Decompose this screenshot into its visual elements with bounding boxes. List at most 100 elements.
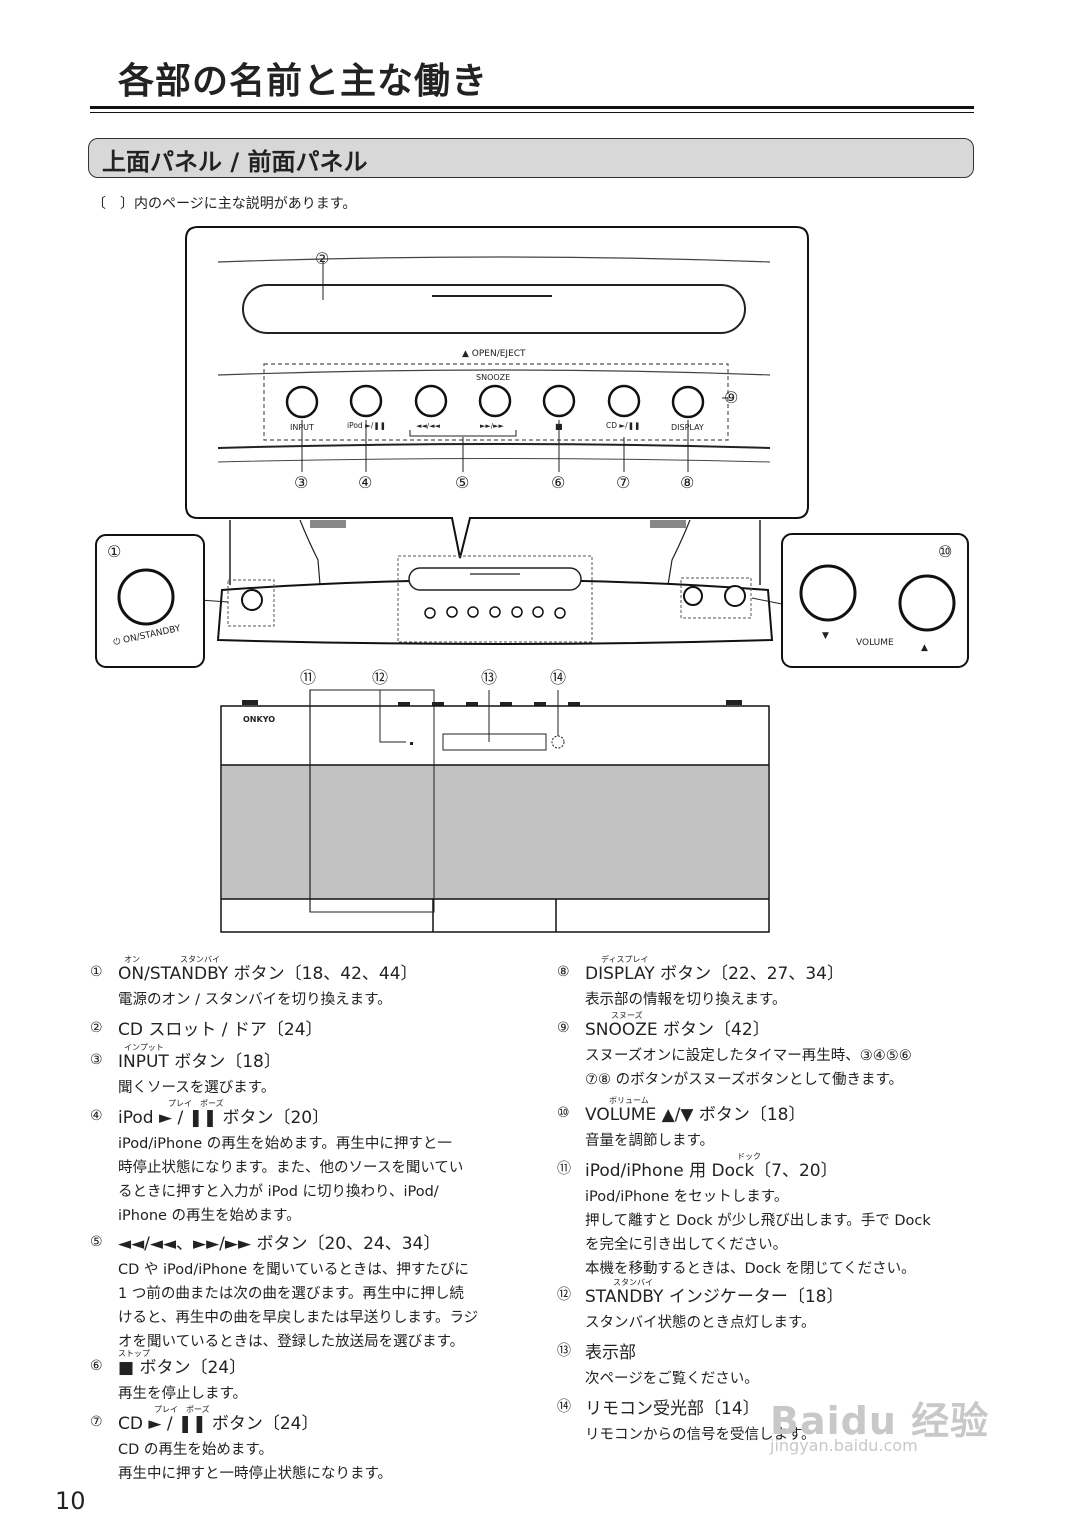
page-number: 10 bbox=[55, 1487, 86, 1515]
callout-9: ⑨ bbox=[724, 388, 738, 407]
item-head: iPod ► / ❚❚ ボタン〔20〕 bbox=[118, 1108, 330, 1128]
item-head: ◄◄/◄◄、►►/►► ボタン〔20、24、34〕 bbox=[118, 1234, 441, 1254]
open-eject-label: ▲ OPEN/EJECT bbox=[462, 349, 526, 359]
snooze-buttons bbox=[285, 384, 705, 419]
remote-sensor bbox=[551, 735, 565, 749]
item-remote-sensor: ⑭ リモコン受光部〔14〕 リモコンからの信号を受信します。 bbox=[557, 1397, 985, 1447]
cd-play-pause-button bbox=[607, 384, 641, 418]
input-button bbox=[285, 385, 319, 419]
on-standby-button bbox=[117, 568, 175, 626]
item-ipod: ④ プレイ ポーズ iPod ► / ❚❚ ボタン〔20〕 iPod/iPhon… bbox=[90, 1099, 518, 1228]
stop-button bbox=[542, 384, 576, 418]
callout-13: ⑬ bbox=[481, 668, 497, 687]
item-ruby: ストップ bbox=[118, 1349, 150, 1358]
item-ruby: プレイ ポーズ bbox=[168, 1099, 224, 1108]
item-head: SNOOZE ボタン〔42〕 bbox=[585, 1020, 770, 1040]
title-rule bbox=[90, 106, 974, 109]
item-desc-line: 1 つ前の曲または次の曲を選びます。再生中に押し続 bbox=[118, 1285, 464, 1302]
volume-down-button bbox=[799, 564, 857, 622]
callout-8: ⑧ bbox=[680, 473, 694, 492]
item-desc-line: 本機を移動するときは、Dock を閉じてください。 bbox=[585, 1260, 916, 1277]
item-stop: ⑥ ストップ ■ ボタン〔24〕 再生を停止します。 bbox=[90, 1349, 518, 1406]
item-number: ⑩ bbox=[557, 1105, 570, 1121]
item-desc-line: ⑦⑧ のボタンがスヌーズボタンとして働きます。 bbox=[585, 1071, 903, 1088]
item-desc-line: を完全に引き出してください。 bbox=[585, 1236, 788, 1253]
item-cd-slot: ② CD スロット / ドア〔24〕 bbox=[90, 1018, 518, 1044]
item-number: ⑧ bbox=[557, 964, 570, 980]
item-desc-line: 時停止状態になります。また、他のソースを聞いてい bbox=[118, 1159, 464, 1176]
item-ruby: プレイ ポーズ bbox=[154, 1405, 210, 1414]
section-title: 上面パネル / 前面パネル bbox=[102, 148, 368, 176]
item-head: ON/STANDBY ボタン〔18、42、44〕 bbox=[118, 964, 418, 984]
item-standby-indicator: ⑫ スタンバイ STANDBY インジケーター〔18〕 スタンバイ状態のとき点灯… bbox=[557, 1278, 985, 1335]
item-ruby: スヌーズ bbox=[611, 1011, 643, 1020]
callout-5: ⑤ bbox=[455, 473, 469, 492]
item-head: CD ► / ❚❚ ボタン〔24〕 bbox=[118, 1414, 319, 1434]
item-desc-line: オを聞いているときは、登録した放送局を選びます。 bbox=[118, 1333, 465, 1350]
item-head: STANDBY インジケーター〔18〕 bbox=[585, 1287, 844, 1307]
callout-11: ⑪ bbox=[300, 668, 316, 687]
item-desc: 音量を調節します。 bbox=[585, 1132, 715, 1149]
speaker-grille bbox=[222, 765, 768, 899]
item-desc-line: iPod/iPhone をセットします。 bbox=[585, 1188, 789, 1205]
item-ruby: ドック bbox=[737, 1152, 761, 1161]
btn-label-forward: ►►/►► bbox=[480, 422, 505, 430]
btn-label-cd: CD ►/❚❚ bbox=[606, 421, 640, 430]
item-number: ② bbox=[90, 1020, 103, 1036]
snooze-label: SNOOZE bbox=[476, 373, 510, 382]
item-volume: ⑩ ボリューム VOLUME ▲/▼ ボタン〔18〕 音量を調節します。 bbox=[557, 1096, 985, 1153]
item-ruby: スタンバイ bbox=[613, 1278, 653, 1287]
skip-forward-button bbox=[478, 384, 512, 418]
item-ruby: ディスプレイ bbox=[601, 955, 649, 964]
item-number: ⑭ bbox=[557, 1399, 571, 1415]
item-skip: ⑤ ◄◄/◄◄、►►/►► ボタン〔20、24、34〕 CD や iPod/iP… bbox=[90, 1232, 518, 1354]
item-number: ⑥ bbox=[90, 1358, 103, 1374]
item-number: ⑦ bbox=[90, 1414, 103, 1430]
vol-up-symbol: ▲ bbox=[921, 643, 928, 653]
btn-label-display: DISPLAY bbox=[671, 423, 704, 432]
item-number: ⑫ bbox=[557, 1287, 571, 1303]
item-desc-line: スヌーズオンに設定したタイマー再生時、③④⑤⑥ bbox=[585, 1047, 912, 1064]
item-number: ③ bbox=[90, 1052, 103, 1068]
item-desc-line: るときに押すと入力が iPod に切り換わり、iPod/ bbox=[118, 1183, 439, 1200]
item-desc: 電源のオン / スタンバイを切り換えます。 bbox=[118, 991, 392, 1008]
vol-down-symbol: ▼ bbox=[822, 631, 829, 641]
callout-4: ④ bbox=[358, 473, 372, 492]
watermark-logo: Baidu 经验 bbox=[770, 1399, 990, 1443]
item-ruby: インプット bbox=[124, 1043, 164, 1052]
item-number: ⑨ bbox=[557, 1020, 570, 1036]
watermark-url: jingyan.baidu.com bbox=[770, 1436, 918, 1455]
btn-label-back: ◄◄/◄◄ bbox=[416, 422, 441, 430]
item-ruby: ボリューム bbox=[609, 1096, 649, 1105]
section-header-box bbox=[88, 138, 974, 178]
item-desc: 再生を停止します。 bbox=[118, 1385, 248, 1402]
item-display-area: ⑬ 表示部 次ページをご覧ください。 bbox=[557, 1341, 985, 1391]
item-number: ⑪ bbox=[557, 1161, 571, 1177]
item-desc-line: iPhone の再生を始めます。 bbox=[118, 1207, 301, 1224]
callout-6: ⑥ bbox=[551, 473, 565, 492]
item-desc: スタンバイ状態のとき点灯します。 bbox=[585, 1314, 816, 1331]
callout-10: ⑩ bbox=[938, 542, 952, 561]
callout-12: ⑫ bbox=[372, 668, 388, 687]
item-head: 表示部 bbox=[585, 1343, 636, 1363]
item-input: ③ インプット INPUT ボタン〔18〕 聞くソースを選びます。 bbox=[90, 1043, 518, 1100]
item-desc-line: CD や iPod/iPhone を聞いているときは、押すたびに bbox=[118, 1261, 469, 1278]
item-desc: 次ページをご覧ください。 bbox=[585, 1370, 759, 1387]
item-head: VOLUME ▲/▼ ボタン〔18〕 bbox=[585, 1105, 806, 1125]
item-head: INPUT ボタン〔18〕 bbox=[118, 1052, 281, 1072]
item-desc: リモコンからの信号を受信します。 bbox=[585, 1426, 816, 1443]
display-button bbox=[671, 385, 705, 419]
item-dock: ⑪ ドック iPod/iPhone 用 Dock〔7、20〕 iPod/iPho… bbox=[557, 1152, 985, 1281]
item-head: ■ ボタン〔24〕 bbox=[118, 1358, 247, 1378]
item-display: ⑧ ディスプレイ DISPLAY ボタン〔22、27、34〕 表示部の情報を切り… bbox=[557, 955, 985, 1012]
page-title: 各部の名前と主な働き bbox=[118, 61, 489, 102]
callout-2: ② bbox=[315, 249, 329, 268]
item-cd-play: ⑦ プレイ ポーズ CD ► / ❚❚ ボタン〔24〕 CD の再生を始めます。… bbox=[90, 1405, 518, 1486]
brand-logo: ONKYO bbox=[243, 715, 275, 724]
item-desc-line: けると、再生中の曲を早戻しまたは早送りします。ラジ bbox=[118, 1309, 479, 1326]
intro-note: 〔 〕内のページに主な説明があります。 bbox=[92, 196, 357, 212]
item-number: ⑬ bbox=[557, 1343, 571, 1359]
item-on-standby: ① オン スタンバイ ON/STANDBY ボタン〔18、42、44〕 電源のオ… bbox=[90, 955, 518, 1012]
item-desc: 聞くソースを選びます。 bbox=[118, 1079, 276, 1096]
item-desc-line: CD の再生を始めます。 bbox=[118, 1441, 273, 1458]
